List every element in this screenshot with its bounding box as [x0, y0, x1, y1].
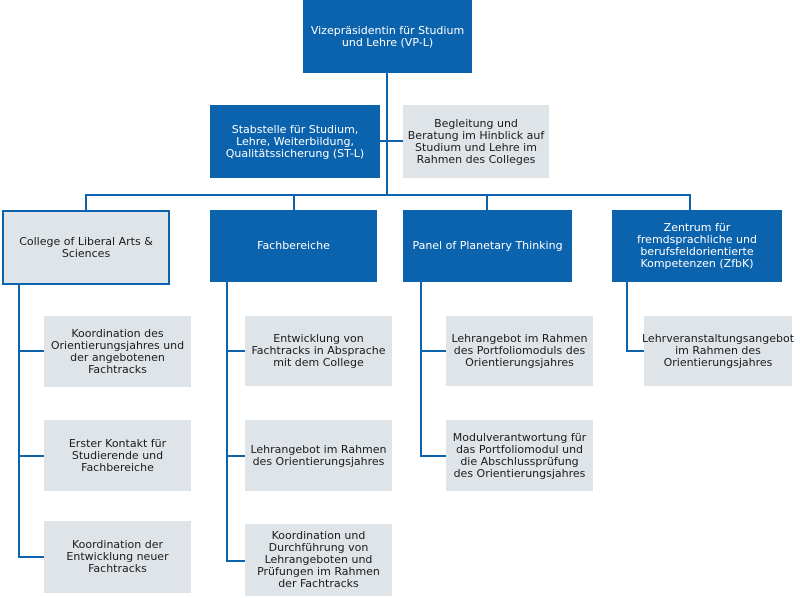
- task-box-college-2: Koordination der Entwicklung neuer Facht…: [44, 521, 191, 593]
- connector-unit-1-drop: [293, 194, 295, 210]
- top-box-vp-l: Vizepräsidentin für Studium und Lehre (V…: [303, 0, 472, 73]
- connector-unit-0-item-0: [18, 350, 44, 352]
- task-box-fachbereiche-1: Lehrangebot im Rahmen des Orientierungsj…: [245, 420, 392, 491]
- connector-unit-2-item-0: [420, 350, 446, 352]
- staff-box-begleitung: Begleitung und Beratung im Hinblick auf …: [403, 105, 549, 178]
- connector-unit-2-trunk: [420, 282, 422, 456]
- unit-box-zfbk: Zentrum für fremdsprachliche und berufsf…: [612, 210, 782, 282]
- connector-unit-1-trunk: [226, 282, 228, 561]
- task-box-zfbk-0: Lehrveranstaltungsangebot im Rahmen des …: [642, 316, 794, 386]
- task-box-college-1: Erster Kontakt für Studierende und Fachb…: [44, 420, 191, 491]
- task-box-college-0: Koordination des Orientierungsjahres und…: [44, 316, 191, 387]
- task-box-panel-0: Lehrangebot im Rahmen des Portfoliomodul…: [446, 316, 593, 386]
- connector-unit-3-trunk: [626, 282, 628, 352]
- staff-box-stabstelle: Stabstelle für Studium, Lehre, Weiterbil…: [210, 105, 380, 178]
- connector-unit-1-item-0: [226, 350, 245, 352]
- connector-unit-1-item-2: [226, 560, 245, 562]
- connector-unit-2-item-1: [420, 455, 446, 457]
- connector-unit-0-trunk: [18, 285, 20, 557]
- connector-unit-1-item-1: [226, 455, 245, 457]
- connector-unit-3-item-0: [626, 350, 644, 352]
- connector-unit-2-drop: [486, 194, 488, 210]
- task-box-panel-1: Modulverantwortung für das Portfoliomodu…: [446, 420, 593, 491]
- unit-box-college: College of Liberal Arts & Sciences: [2, 210, 170, 285]
- unit-box-panel: Panel of Planetary Thinking: [403, 210, 572, 282]
- connector-units-horizontal: [85, 194, 691, 196]
- connector-top-trunk: [386, 73, 388, 195]
- task-box-fachbereiche-2: Koordination und Durchführung von Lehran…: [245, 524, 392, 596]
- connector-unit-0-item-1: [18, 455, 44, 457]
- connector-unit-3-drop: [689, 194, 691, 210]
- task-box-fachbereiche-0: Entwicklung von Fachtracks in Absprache …: [245, 316, 392, 386]
- connector-staff-begleitung: [388, 140, 403, 142]
- connector-unit-0-item-2: [18, 556, 44, 558]
- unit-box-fachbereiche: Fachbereiche: [210, 210, 377, 282]
- connector-unit-0-drop: [85, 194, 87, 210]
